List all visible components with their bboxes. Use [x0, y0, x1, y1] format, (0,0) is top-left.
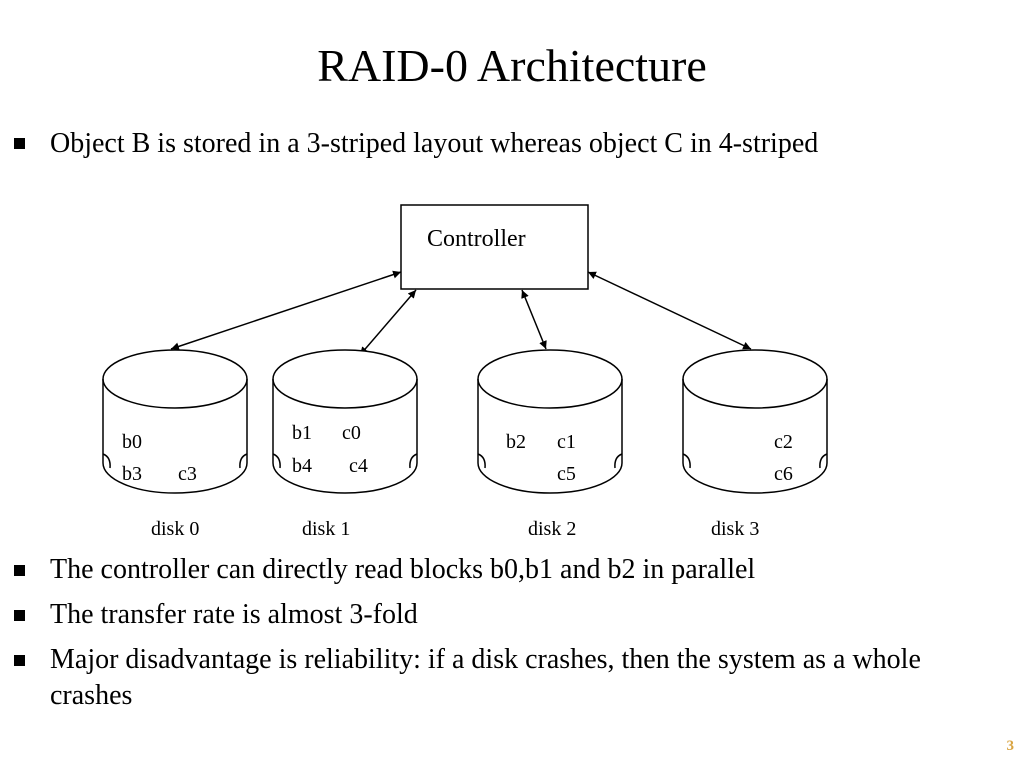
block-label: c3 — [178, 463, 197, 485]
block-label: c0 — [342, 422, 361, 444]
bullet-text: The controller can directly read blocks … — [50, 554, 756, 585]
controller-box — [400, 204, 589, 290]
block-label: b3 — [122, 463, 142, 485]
link-controller-disk2 — [521, 289, 547, 350]
disk-3-cylinder: c2 c6 disk 3 — [682, 349, 828, 540]
disk-1-cylinder: b1 c0 b4 c4 disk 1 — [272, 349, 418, 540]
block-label: c4 — [349, 455, 368, 477]
disk-label: disk 1 — [302, 518, 350, 540]
block-label: b1 — [292, 422, 312, 444]
bullet-square-icon — [14, 655, 25, 666]
block-label: c6 — [774, 463, 793, 485]
block-label: b4 — [292, 455, 312, 477]
bullet-square-icon — [14, 610, 25, 621]
link-controller-disk1 — [359, 289, 417, 356]
disk-label: disk 2 — [528, 518, 576, 540]
block-label: c2 — [774, 431, 793, 453]
bullet-square-icon — [14, 138, 25, 149]
disk-label: disk 0 — [151, 518, 199, 540]
block-label: c5 — [557, 463, 576, 485]
disk-0-cylinder: b0 b3 c3 disk 0 — [102, 349, 248, 540]
disk-label: disk 3 — [711, 518, 759, 540]
slide-title: RAID-0 Architecture — [317, 40, 707, 91]
bullet-square-icon — [14, 565, 25, 576]
link-controller-disk3 — [587, 271, 752, 350]
link-controller-disk0 — [170, 270, 402, 351]
block-label: b2 — [506, 431, 526, 453]
block-label: b0 — [122, 431, 142, 453]
bullet-text: The transfer rate is almost 3-fold — [50, 599, 418, 630]
disk-2-cylinder: b2 c1 c5 disk 2 — [477, 349, 623, 540]
controller-label: Controller — [427, 226, 526, 252]
page-number: 3 — [1006, 738, 1015, 754]
block-label: c1 — [557, 431, 576, 453]
bullet-text: Major disadvantage is reliability: if a … — [50, 644, 921, 711]
bullet-text: Object B is stored in a 3-striped layout… — [50, 128, 819, 159]
